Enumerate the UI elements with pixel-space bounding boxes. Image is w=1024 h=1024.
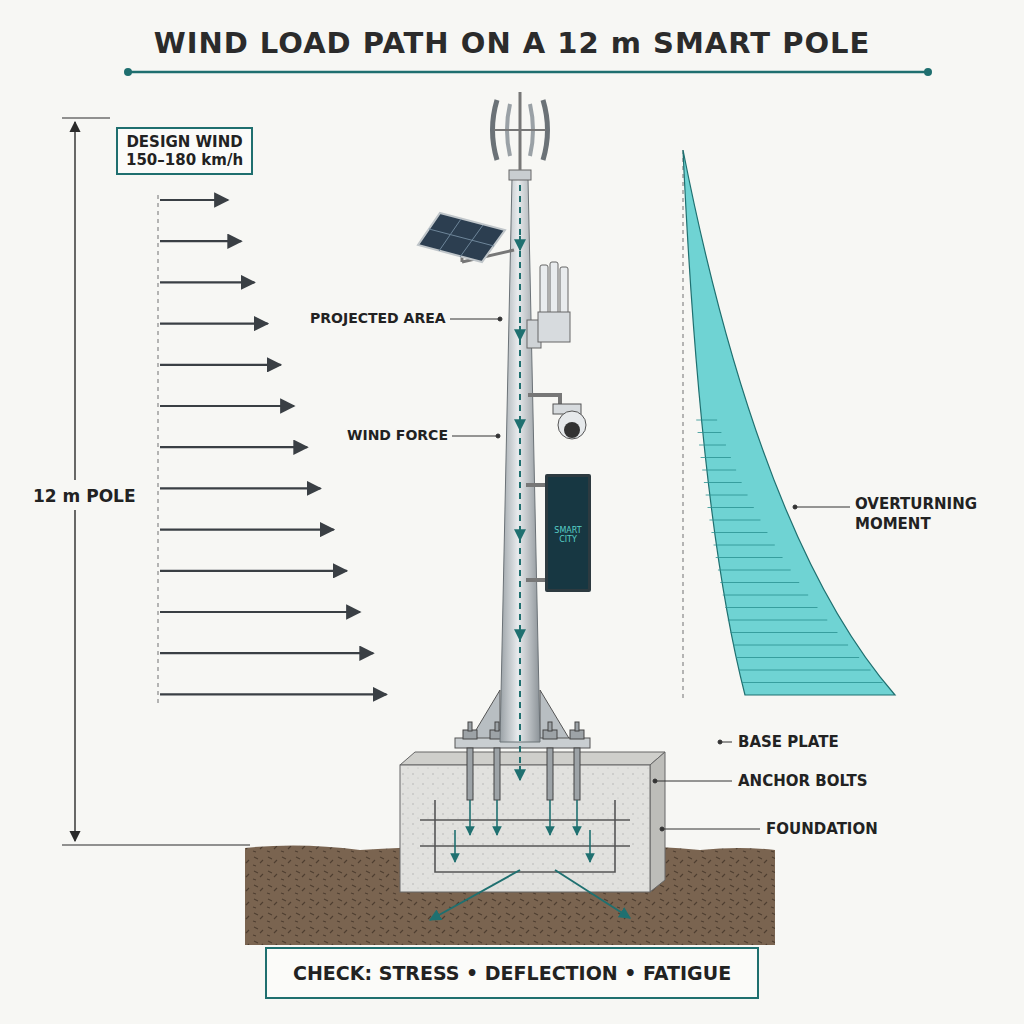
- diagram-title: WIND LOAD PATH ON A 12 m SMART POLE: [0, 26, 1024, 60]
- node-text: SMART CITY: [548, 527, 588, 545]
- callout-label: 12 m POLE: [30, 486, 126, 506]
- callout-label: ANCHOR BOLTS: [738, 772, 868, 790]
- display-panel: SMART CITY: [545, 474, 591, 592]
- callout-label: OVERTURNING MOMENT: [855, 494, 995, 535]
- node-text: CHECK: STRESS • DEFLECTION • FATIGUE: [293, 962, 731, 984]
- callout-label: PROJECTED AREA: [310, 310, 446, 326]
- node-text: DESIGN WIND: [126, 133, 243, 151]
- callout-label: BASE PLATE: [738, 733, 839, 751]
- design-wind-box: DESIGN WIND150–180 km/h: [116, 127, 253, 175]
- node-text: 150–180 km/h: [126, 151, 243, 169]
- callout-label: FOUNDATION: [766, 820, 878, 838]
- callout-label: WIND FORCE: [347, 427, 448, 443]
- check-box: CHECK: STRESS • DEFLECTION • FATIGUE: [265, 947, 759, 999]
